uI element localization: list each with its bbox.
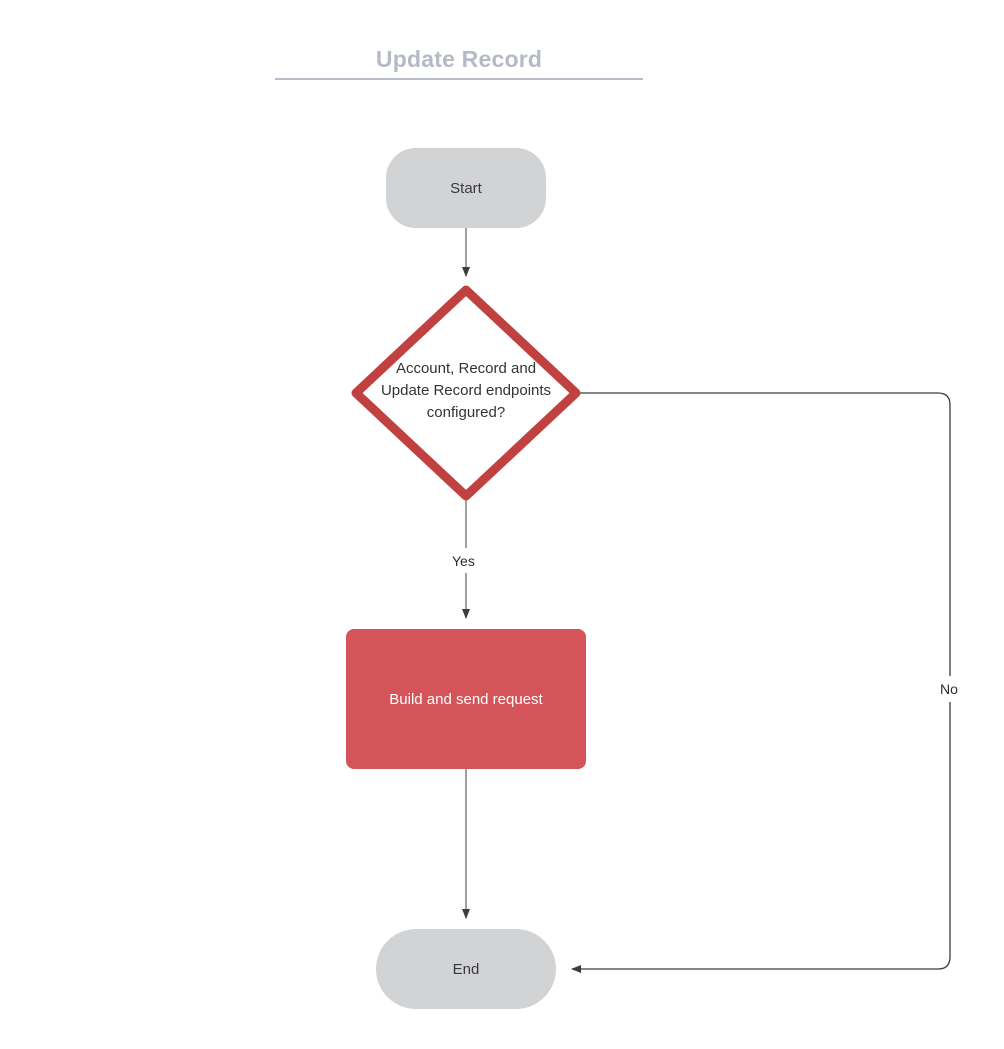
node-process[interactable] (346, 629, 586, 769)
node-end[interactable] (376, 929, 556, 1009)
node-decision[interactable] (351, 285, 581, 501)
node-decision-label-line-3: configured? (426, 404, 506, 421)
edge-decision-to-end-bottom (571, 702, 951, 973)
page-title: Update Record (375, 46, 543, 72)
edge-label-yes: Yes (448, 551, 479, 571)
edge-label-no: No (936, 679, 962, 699)
node-decision-label: Account, Record and Update Record endpoi… (346, 358, 586, 424)
title-divider (275, 78, 643, 80)
edge-decision-to-end-top (580, 392, 951, 676)
node-start[interactable] (386, 148, 546, 228)
node-decision-label-line-1: Account, Record and (395, 360, 537, 377)
node-decision-label-line-2: Update Record endpoints (380, 382, 552, 399)
